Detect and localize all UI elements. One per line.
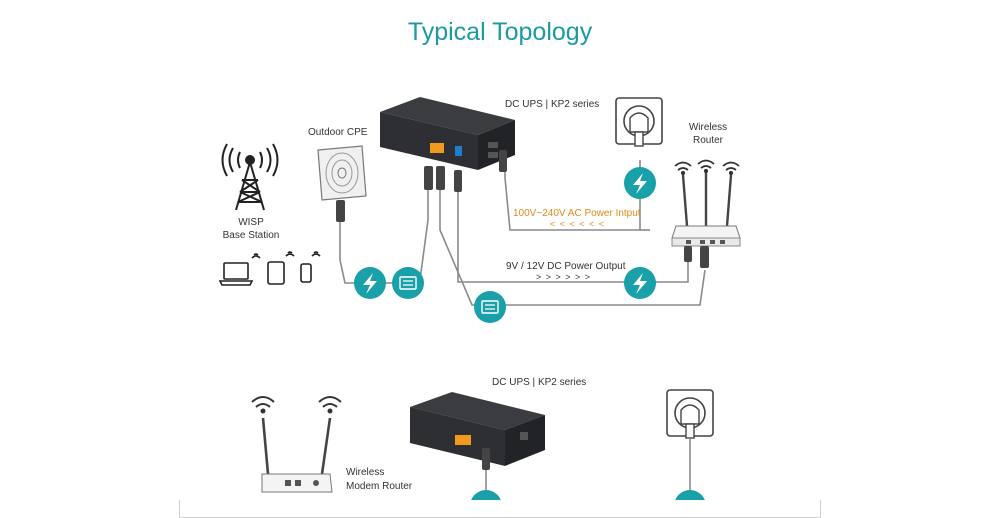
dc-output-label: 9V / 12V DC Power Output — [506, 261, 626, 272]
page-title: Typical Topology — [407, 18, 593, 46]
wisp-label-line2: Base Station — [222, 230, 280, 241]
power-badge-top-right — [624, 167, 656, 199]
data-badge-router — [474, 291, 506, 323]
router-label-line1: Wireless — [688, 122, 728, 133]
wireless-router-top — [671, 172, 741, 268]
wall-socket-bottom — [666, 389, 714, 500]
ac-input-label: 100V~240V AC Power Intput — [513, 208, 641, 219]
modem-router-label-line2: Modem Router — [346, 481, 413, 492]
power-badge-bottom-left — [471, 490, 501, 500]
outdoor-cpe-device — [317, 145, 367, 222]
wisp-tower-icon — [221, 143, 279, 211]
router-label-line2: Router — [692, 135, 723, 146]
ups-label-top: DC UPS | KP2 series — [505, 99, 600, 110]
client-devices-icon — [218, 251, 321, 286]
ac-input-arrows: < < < < < < — [550, 219, 606, 229]
topology-diagram — [218, 97, 741, 500]
ups-device-top — [380, 97, 515, 170]
wisp-label-line1: WISP — [238, 217, 264, 228]
data-badge-cpe — [392, 267, 424, 299]
power-badge-bottom-right — [675, 490, 705, 500]
ups-connectors — [424, 150, 507, 192]
ups-device-bottom — [410, 392, 545, 470]
dc-output-arrows: > > > > > > — [536, 272, 592, 282]
ups-label-bottom: DC UPS | KP2 series — [492, 377, 587, 388]
wall-socket-top — [615, 97, 663, 147]
wifi-icons-top — [674, 159, 740, 176]
outdoor-cpe-label: Outdoor CPE — [308, 127, 368, 138]
wifi-icons-bottom — [251, 396, 342, 414]
modem-router-label-line1: Wireless — [346, 467, 385, 478]
wireless-modem-router-bottom — [261, 417, 333, 493]
power-badge-cpe — [354, 267, 386, 299]
power-badge-dc-output — [624, 267, 656, 299]
